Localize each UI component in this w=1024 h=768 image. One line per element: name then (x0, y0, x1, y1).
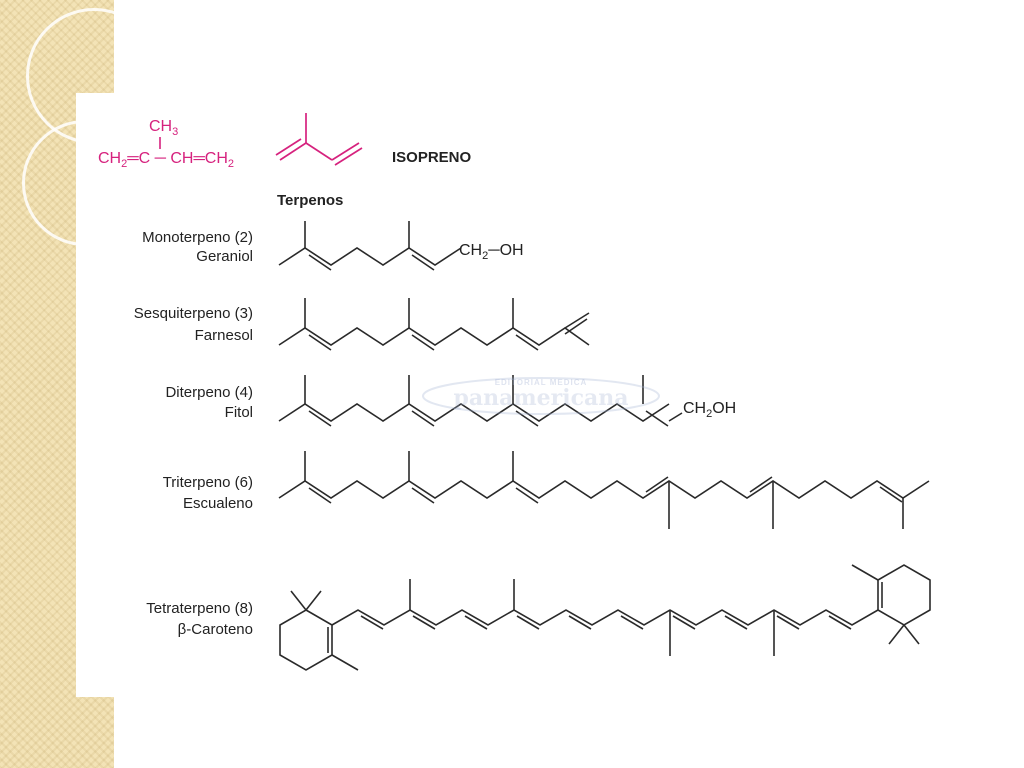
terpene-diagram: CH3 CH2═C ─ CH═CH2 ISOPRENO Terpenos Mon… (98, 113, 931, 671)
escualeno-skeleton (278, 451, 930, 529)
section-title: Terpenos (277, 192, 343, 209)
row-class-label: Triterpeno (6) (163, 474, 253, 491)
fitol-end-group: CH2OH (683, 400, 736, 420)
row-compound-label: Escualeno (183, 495, 253, 512)
isoprene-ch3: CH3 (149, 118, 178, 138)
row-compound-label: β-Caroteno (178, 621, 253, 638)
geraniol-skeleton (278, 221, 462, 271)
row-compound-label: Farnesol (195, 327, 253, 344)
publisher-watermark: EDITORIAL MEDICA panamericana (422, 377, 660, 415)
row-class-label: Diterpeno (4) (165, 384, 253, 401)
row-compound-label: Geraniol (196, 248, 253, 265)
row-compound-label: Fitol (225, 404, 253, 421)
svg-text:panamericana: panamericana (453, 385, 628, 411)
isoprene-label: ISOPRENO (392, 149, 472, 166)
beta-carotene-skeleton (279, 564, 931, 671)
slide-card: CH3 CH2═C ─ CH═CH2 ISOPRENO Terpenos Mon… (76, 93, 958, 697)
row-class-label: Sesquiterpeno (3) (134, 305, 253, 322)
farnesol-skeleton (278, 298, 590, 351)
isoprene-chain: CH2═C ─ CH═CH2 (98, 150, 234, 170)
geraniol-end-group: CH2─OH (459, 242, 524, 262)
fitol-skeleton (278, 375, 683, 427)
row-class-label: Tetraterpeno (8) (146, 600, 253, 617)
row-class-label: Monoterpeno (2) (142, 229, 253, 246)
svg-text:EDITORIAL MEDICA: EDITORIAL MEDICA (495, 378, 588, 387)
isoprene-formula: CH3 CH2═C ─ CH═CH2 (98, 118, 234, 170)
isoprene-skeletal (275, 113, 363, 166)
